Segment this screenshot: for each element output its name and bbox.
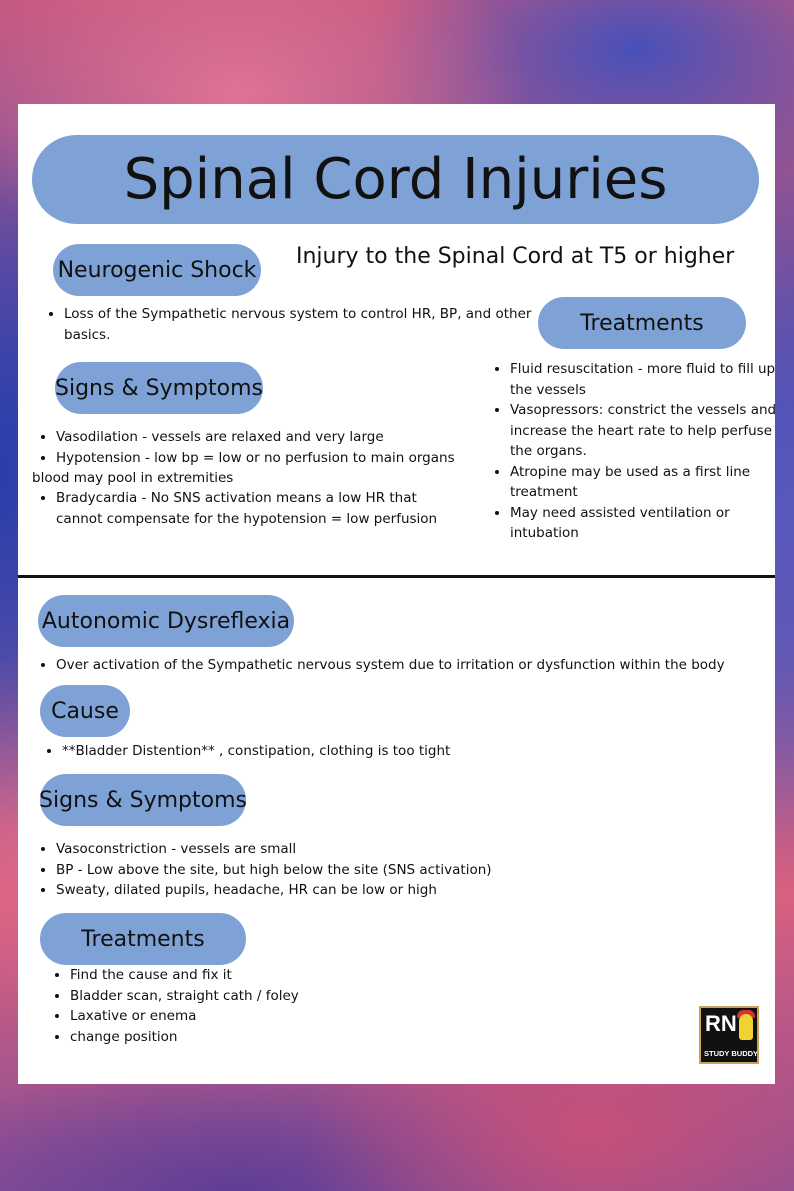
list-item: Sweaty, dilated pupils, headache, HR can…: [56, 880, 656, 901]
neurogenic-shock-heading: Neurogenic Shock: [53, 244, 261, 296]
list-item: Hypotension - low bp = low or no perfusi…: [56, 448, 456, 469]
autonomic-dysreflexia-intro: Over activation of the Sympathetic nervo…: [32, 655, 776, 676]
neurogenic-treatments-heading: Treatments: [538, 297, 746, 349]
pencil-mascot-icon: [739, 1014, 753, 1040]
neurogenic-signs-wrap: blood may pool in extremities: [32, 470, 234, 486]
list-item: Vasopressors: constrict the vessels and …: [510, 400, 794, 462]
list-item: Bradycardia - No SNS activation means a …: [56, 488, 466, 529]
logo-mark: RN: [705, 1011, 737, 1036]
neurogenic-signs-list: Vasodilation - vessels are relaxed and v…: [32, 427, 456, 468]
dysreflexia-signs-list: Vasoconstriction - vessels are small BP …: [32, 839, 656, 901]
neurogenic-treatments-list: Fluid resuscitation - more fluid to fill…: [486, 359, 794, 544]
dysreflexia-treatments-list: Find the cause and fix it Bladder scan, …: [46, 965, 470, 1047]
neurogenic-shock-intro: Loss of the Sympathetic nervous system t…: [40, 304, 564, 345]
cause-list: **Bladder Distention** , constipation, c…: [38, 741, 662, 762]
rn-study-buddy-logo: RN STUDY BUDDY: [699, 1006, 759, 1064]
neurogenic-signs-heading: Signs & Symptoms: [55, 362, 263, 414]
list-item: Laxative or enema: [70, 1006, 470, 1027]
neurogenic-signs-list-2: Bradycardia - No SNS activation means a …: [32, 488, 466, 529]
dysreflexia-signs-heading: Signs & Symptoms: [39, 774, 247, 826]
list-item: Fluid resuscitation - more fluid to fill…: [510, 359, 794, 400]
logo-caption: STUDY BUDDY: [704, 1049, 759, 1058]
neurogenic-shock-headline: Injury to the Spinal Cord at T5 or highe…: [296, 244, 735, 269]
list-item: Loss of the Sympathetic nervous system t…: [64, 304, 564, 345]
page-title: Spinal Cord Injuries: [32, 135, 759, 224]
list-item: May need assisted ventilation or intubat…: [510, 503, 794, 544]
study-card: Spinal Cord Injuries Neurogenic Shock In…: [18, 104, 776, 1084]
autonomic-dysreflexia-heading: Autonomic Dysreflexia: [38, 595, 294, 647]
list-item: BP - Low above the site, but high below …: [56, 860, 656, 881]
section-divider: [18, 575, 775, 578]
list-item: Bladder scan, straight cath / foley: [70, 986, 470, 1007]
list-item: Find the cause and fix it: [70, 965, 470, 986]
list-item: Vasodilation - vessels are relaxed and v…: [56, 427, 456, 448]
list-item: change position: [70, 1027, 470, 1048]
list-item: Over activation of the Sympathetic nervo…: [56, 655, 776, 676]
list-item: Vasoconstriction - vessels are small: [56, 839, 656, 860]
list-item: **Bladder Distention** , constipation, c…: [62, 741, 662, 762]
list-item: Atropine may be used as a first line tre…: [510, 462, 794, 503]
cause-heading: Cause: [40, 685, 130, 737]
dysreflexia-treatments-heading: Treatments: [40, 913, 246, 965]
